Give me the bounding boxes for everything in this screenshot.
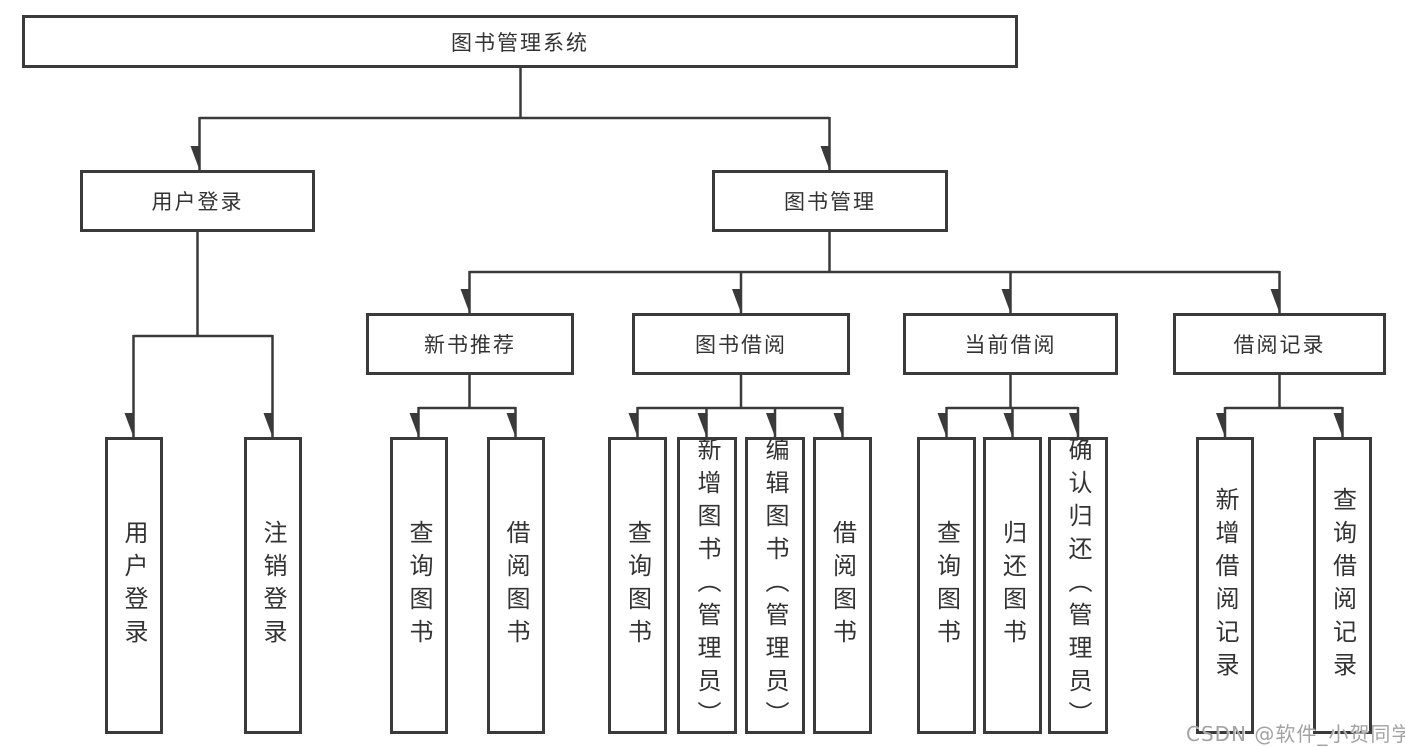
node-new-book-recommend: 新书推荐 (366, 313, 574, 375)
leaf-cb-query-books-label: 查询图书 (932, 519, 961, 652)
node-root-label: 图书管理系统 (451, 30, 589, 55)
leaf-bb-add-books-label: 新增图书（管理员） (693, 437, 721, 734)
leaf-bb-edit-books: 编辑图书（管理员） (745, 437, 805, 734)
leaf-br-add-record: 新增借阅记录 (1196, 437, 1254, 734)
leaf-cb-return-books: 归还图书 (983, 437, 1042, 734)
leaf-nb-borrow-books: 借阅图书 (487, 437, 545, 734)
leaf-nb-query-books: 查询图书 (390, 437, 448, 734)
node-user-login: 用户登录 (80, 170, 315, 232)
leaf-bb-query-books: 查询图书 (608, 437, 667, 734)
node-current-borrowing: 当前借阅 (903, 313, 1118, 375)
node-borrowing-records-label: 借阅记录 (1233, 333, 1326, 357)
leaf-bb-borrow-books-label: 借阅图书 (828, 519, 857, 652)
leaf-bb-add-books: 新增图书（管理员） (677, 437, 737, 734)
csdn-watermark: CSDN @软件_小贺同学 (1186, 722, 1405, 746)
leaf-cb-confirm-return-label: 确认归还（管理员） (1064, 437, 1092, 734)
leaf-user-login: 用户登录 (105, 437, 163, 734)
leaf-br-query-record-label: 查询借阅记录 (1328, 486, 1357, 685)
leaf-nb-borrow-books-label: 借阅图书 (502, 519, 530, 652)
node-current-borrowing-label: 当前借阅 (964, 333, 1057, 357)
leaf-cb-return-books-label: 归还图书 (998, 519, 1027, 652)
node-root: 图书管理系统 (22, 15, 1018, 68)
node-book-borrowing-label: 图书借阅 (695, 333, 787, 357)
leaf-user-login-label: 用户登录 (120, 519, 148, 652)
leaf-bb-edit-books-label: 编辑图书（管理员） (761, 437, 789, 734)
leaf-logout: 注销登录 (244, 437, 302, 734)
node-book-borrowing: 图书借阅 (632, 313, 850, 375)
node-user-login-label: 用户登录 (151, 190, 244, 214)
leaf-bb-query-books-label: 查询图书 (623, 519, 652, 652)
node-book-management-label: 图书管理 (784, 190, 876, 214)
leaf-nb-query-books-label: 查询图书 (405, 519, 433, 652)
leaf-cb-query-books: 查询图书 (917, 437, 976, 734)
node-book-management: 图书管理 (712, 170, 948, 232)
node-borrowing-records: 借阅记录 (1173, 313, 1386, 375)
leaf-bb-borrow-books: 借阅图书 (813, 437, 872, 734)
leaf-br-query-record: 查询借阅记录 (1313, 437, 1372, 734)
node-new-book-recommend-label: 新书推荐 (424, 333, 516, 357)
leaf-cb-confirm-return: 确认归还（管理员） (1048, 437, 1108, 734)
leaf-logout-label: 注销登录 (259, 519, 287, 652)
leaf-br-add-record-label: 新增借阅记录 (1211, 486, 1239, 685)
